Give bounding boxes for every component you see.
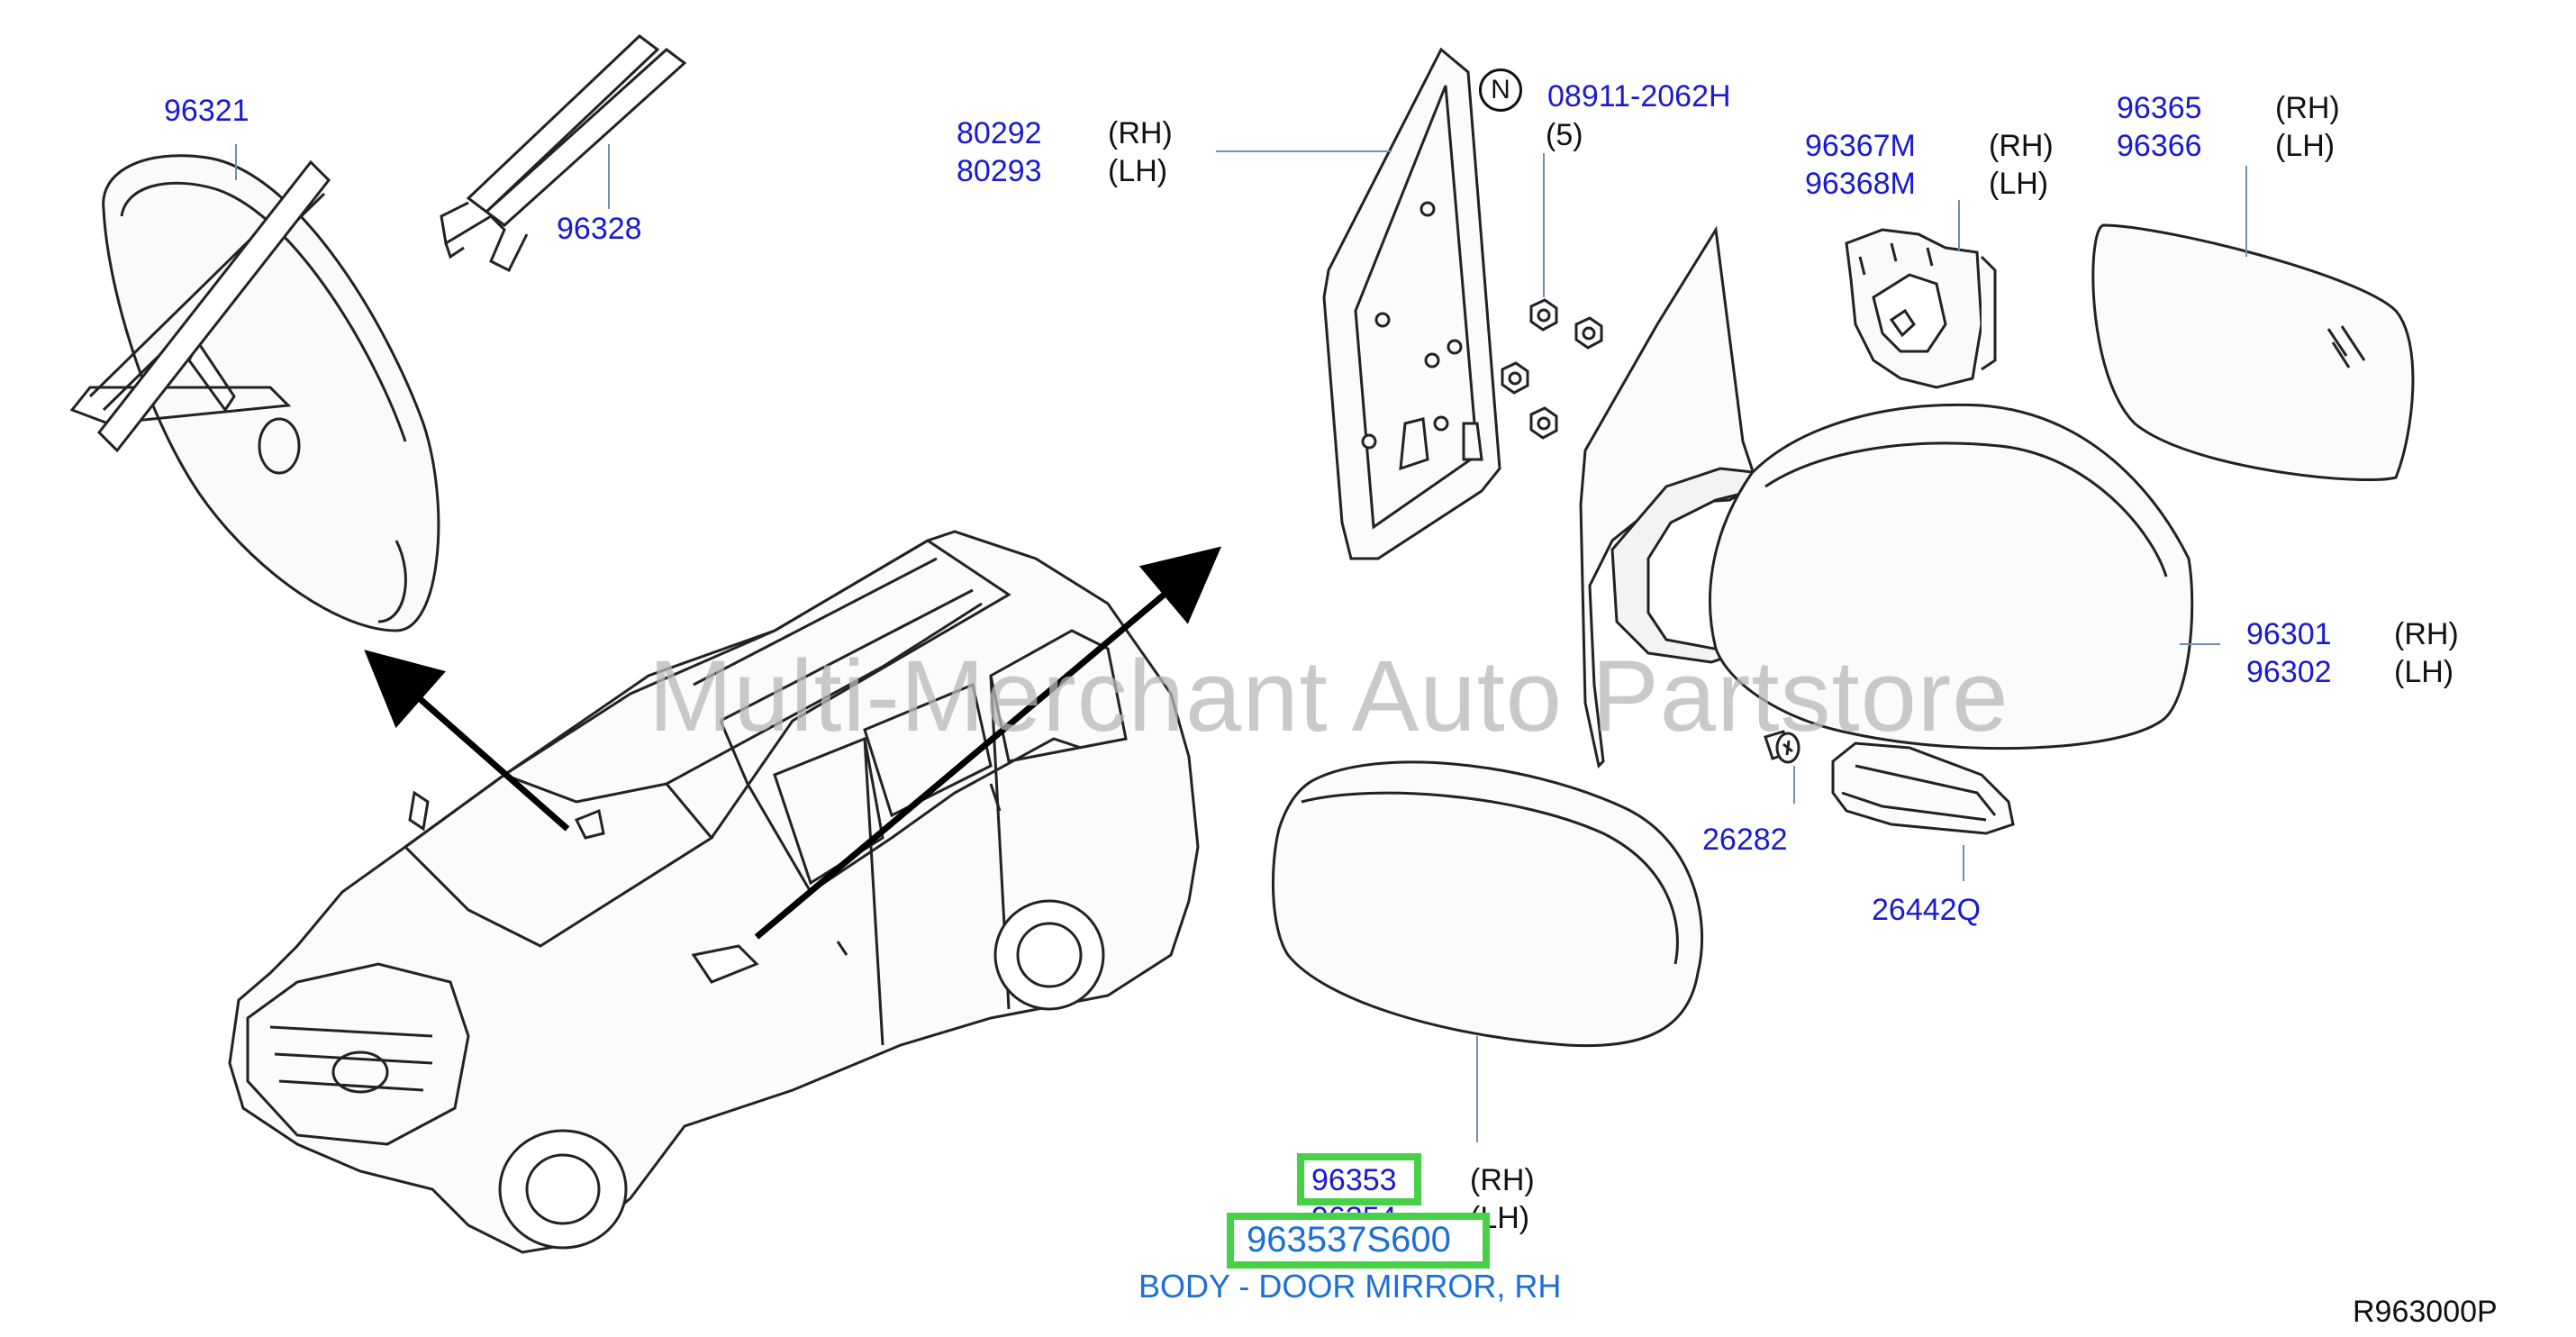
callout-mirror-assembly-rh[interactable]: 96301 (2246, 617, 2332, 651)
mirror-cover-illustration[interactable] (440, 34, 687, 273)
callout-lamp[interactable]: 26442Q (1872, 893, 1981, 927)
side-label-lh: (LH) (2275, 129, 2336, 163)
callout-inner-mirror[interactable]: 96321 (164, 94, 249, 128)
nut-quantity: (5) (1546, 118, 1583, 152)
highlight-box-selected-part (1227, 1213, 1490, 1269)
actuator-illustration[interactable] (1845, 228, 1997, 389)
callout-finisher-rh[interactable]: 80292 (957, 116, 1042, 150)
side-label-rh: (RH) (2394, 617, 2459, 651)
highlight-box-body-rh (1297, 1153, 1421, 1205)
door-mirror-assembly-illustration[interactable] (1579, 225, 2194, 769)
turn-signal-lamp-illustration[interactable] (1831, 741, 2015, 835)
side-label-lh: (LH) (1108, 154, 1168, 188)
door-mirror-body-illustration[interactable] (1271, 760, 1704, 1048)
screw-illustration[interactable] (1764, 730, 1800, 764)
selected-part-number[interactable]: 963537S600 (1247, 1220, 1451, 1260)
selected-part-description: BODY - DOOR MIRROR, RH (1138, 1268, 1562, 1305)
side-label-lh: (LH) (2394, 655, 2454, 689)
callout-actuator-rh[interactable]: 96367M (1805, 129, 1916, 163)
callout-finisher-lh[interactable]: 80293 (957, 154, 1042, 188)
callout-mirror-assembly-lh[interactable]: 96302 (2246, 655, 2332, 689)
vehicle-illustration (228, 530, 1200, 1254)
leader-lines (235, 144, 2247, 1142)
location-arrows (364, 546, 1222, 940)
callout-actuator-lh[interactable]: 96368M (1805, 167, 1916, 201)
side-label-rh: (RH) (2275, 91, 2340, 125)
side-label-rh: (RH) (1470, 1163, 1535, 1197)
door-mirror-finisher-illustration[interactable] (1322, 47, 1501, 560)
inner-mirror-illustration[interactable] (69, 154, 440, 632)
callout-glass-lh[interactable]: 96366 (2117, 129, 2202, 163)
callout-glass-rh[interactable]: 96365 (2117, 91, 2202, 125)
store-watermark: Multi-Merchant Auto Partstore (649, 640, 2009, 752)
callout-screw[interactable]: 26282 (1702, 823, 1788, 857)
diagram-reference-code: R963000P (2353, 1295, 2498, 1329)
side-label-rh: (RH) (1989, 129, 2054, 163)
callout-mirror-cover[interactable]: 96328 (557, 212, 642, 246)
callout-nut[interactable]: 08911-2062H (1547, 79, 1731, 114)
mirror-glass-illustration[interactable] (2091, 223, 2415, 481)
nuts-illustration[interactable] (1501, 298, 1603, 440)
side-label-rh: (RH) (1108, 116, 1173, 150)
callout-body-rh[interactable]: 96353 (1311, 1163, 1397, 1197)
side-label-lh: (LH) (1989, 167, 2049, 201)
nut-n-badge: N (1479, 68, 1522, 112)
